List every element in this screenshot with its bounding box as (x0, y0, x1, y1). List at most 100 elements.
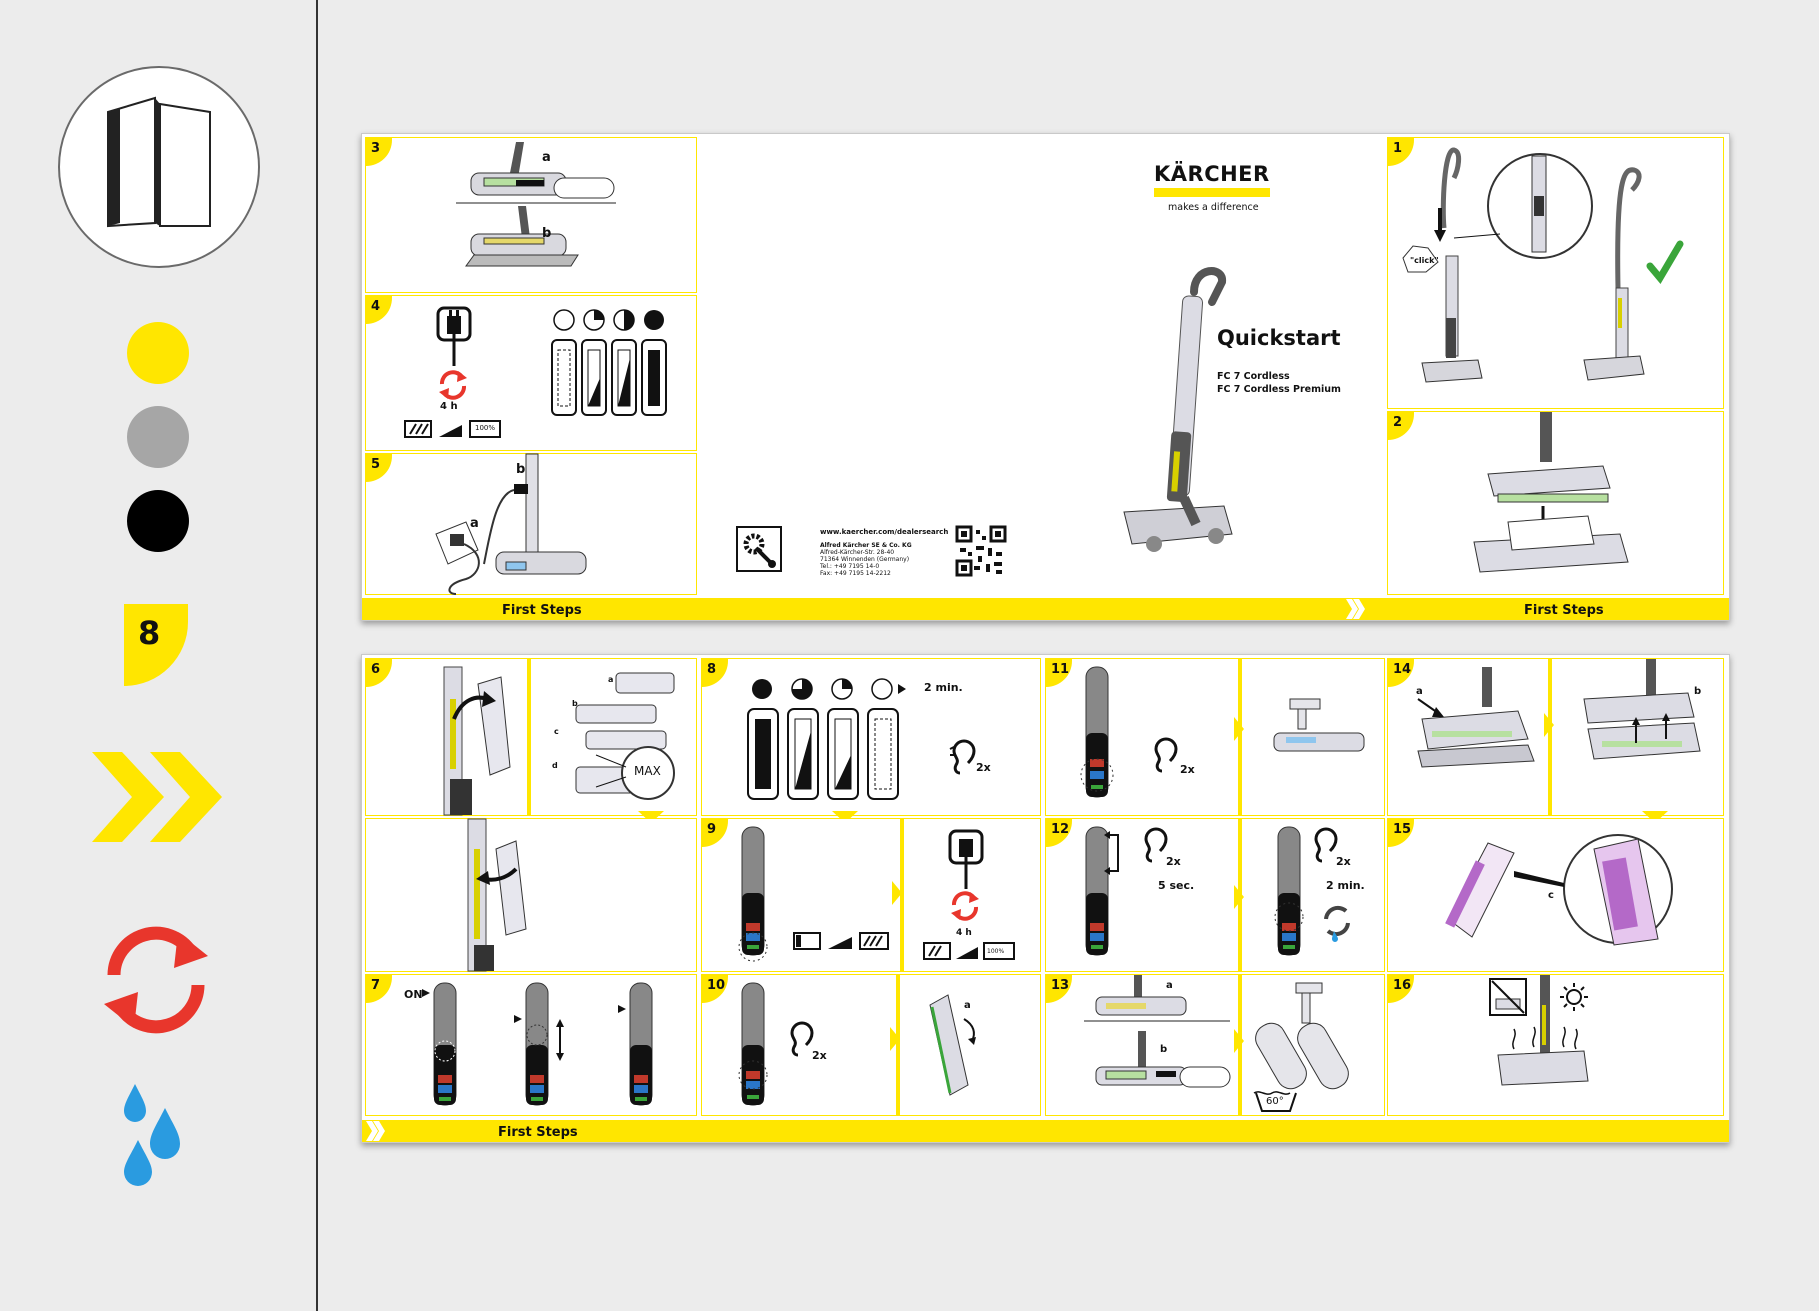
full-charge-label: 100% (475, 424, 496, 432)
step-number: 11 (1046, 659, 1072, 687)
step-6-cell: 6 a b c d MAX (365, 658, 697, 823)
back-panel: www.kaercher.com/dealersearch Alfred Kär… (702, 138, 1042, 594)
charge-progress-icon (404, 420, 501, 438)
vertical-divider (316, 0, 318, 1311)
yellow-dot (127, 322, 189, 384)
folded-leaflet-icon (58, 66, 260, 268)
click-label: "click" (1410, 256, 1439, 265)
storage-drying-illustration (1489, 975, 1589, 1086)
dealer-search-url[interactable]: www.kaercher.com/dealersearch (820, 528, 949, 536)
chevron-down-icon (832, 811, 858, 823)
black-dot (127, 490, 189, 552)
tank-removal-illustration (443, 659, 675, 816)
ear-sound-icon (949, 739, 976, 775)
step-7-cell: 7 ON (365, 974, 697, 1116)
first-steps-label-left: First Steps (502, 603, 582, 618)
step-3-cell: 3 a b (365, 137, 697, 293)
chevron-down-icon (1642, 811, 1668, 823)
station-illustration (1473, 412, 1629, 573)
quickstart-title: Quickstart (1217, 326, 1341, 350)
brand-underline (1154, 188, 1270, 197)
quickstart-sheet-inside: First Steps 6 a b c d MAX (361, 654, 1730, 1143)
step-9-cell: 9 (701, 818, 1041, 972)
address-line-1: Alfred Kärcher SE & Co. KG (820, 542, 912, 549)
label-d: d (552, 761, 558, 770)
step-number: 14 (1388, 659, 1414, 687)
two-minutes-label: 2 min. (924, 681, 963, 694)
address-line-3: 71364 Winnenden (Germany) (820, 556, 910, 563)
on-label: ON (404, 988, 423, 1001)
chevron-icon (366, 1121, 385, 1141)
water-drops-icon (124, 1084, 180, 1186)
beep-count: 2x (1166, 855, 1181, 868)
step-number: 8 (702, 659, 728, 687)
mop-head-illustration (456, 142, 616, 267)
handle-display-illustrations (422, 982, 653, 1106)
handle-display-selfclean (1085, 819, 1350, 971)
step-6b-cell (365, 818, 697, 972)
step-15-cell: 15 c (1387, 818, 1724, 972)
page-number-badge: 8 (124, 604, 188, 686)
assembly-illustration (1402, 147, 1684, 383)
step-14-cell: 14 a b (1387, 658, 1724, 823)
beep-count: 2x (812, 1049, 827, 1062)
full-charge-label: 100% (987, 948, 1005, 955)
step-12-cell: 12 2x 5 sec. 2x 2 min. (1045, 818, 1385, 972)
roller-removal-illustration (1084, 975, 1349, 1115)
first-steps-label: First Steps (498, 1125, 578, 1140)
label-a: a (964, 1000, 971, 1011)
quickstart-sheet-outside: First Steps First Steps 3 a b 4 (361, 133, 1730, 621)
label-a: a (1166, 980, 1173, 991)
step-number: 9 (702, 819, 728, 847)
chevron-down-icon (638, 811, 664, 823)
service-gear-wrench-icon (736, 526, 782, 572)
step-number: 4 (366, 296, 392, 324)
beep-count: 2x (1180, 763, 1195, 776)
battery-discharge-indicators (747, 678, 906, 800)
step-11-cell: 11 2x (1045, 658, 1385, 816)
first-steps-bar (362, 598, 1729, 620)
step-2-cell: 2 (1387, 411, 1724, 595)
five-seconds-label: 5 sec. (1158, 879, 1195, 892)
floor-cleaner-illustration (1123, 267, 1233, 552)
charging-illustration (435, 453, 587, 595)
tank-insert-illustration (467, 818, 527, 972)
two-minutes-label: 2 min. (1326, 879, 1365, 892)
beep-count-2: 2x (1336, 855, 1351, 868)
model-1: FC 7 Cordless (1217, 371, 1290, 382)
address-line-2: Alfred-Kärcher-Str. 28-40 (820, 549, 895, 556)
first-steps-bar (362, 1120, 1729, 1142)
step-1-cell: 1 "click" (1387, 137, 1724, 409)
label-a: a (470, 516, 479, 531)
label-a: a (542, 150, 551, 165)
battery-level-indicators (551, 309, 667, 416)
dirty-water-tank-illustration (1417, 659, 1701, 815)
step-4-cell: 4 4 h 100% (365, 295, 697, 451)
wash-temperature: 60° (1266, 1096, 1284, 1107)
brand-slogan: makes a difference (1168, 202, 1259, 213)
label-c: c (1548, 890, 1554, 901)
grey-dot (127, 406, 189, 468)
handle-display-clean (738, 975, 976, 1115)
refresh-arrows-icon (104, 926, 208, 1034)
label-a: a (608, 675, 614, 684)
max-label: MAX (634, 764, 661, 778)
brand-logo: KÄRCHER (1154, 162, 1270, 186)
model-2: FC 7 Cordless Premium (1217, 384, 1341, 395)
step-5-cell: 5 a b (365, 453, 697, 595)
charge-time: 4 h (440, 401, 458, 412)
beep-count: 2x (976, 761, 991, 774)
address-line-5: Fax: +49 7195 14-2212 (820, 570, 891, 577)
plug-icon (436, 306, 472, 366)
step-8-cell: 8 2 min. 2x (701, 658, 1041, 823)
qr-code (955, 525, 1007, 577)
label-b: b (542, 226, 552, 241)
roller-cover-illustration (1445, 834, 1673, 946)
first-steps-label-right: First Steps (1524, 603, 1604, 618)
label-a: a (1416, 686, 1423, 697)
label-b: b (1160, 1044, 1168, 1055)
handle-display-rinse (1080, 659, 1365, 815)
step-10-cell: 10 2x a (701, 974, 1041, 1116)
chevron-icon (1346, 599, 1365, 619)
legend-sidebar: 8 (0, 0, 316, 1311)
